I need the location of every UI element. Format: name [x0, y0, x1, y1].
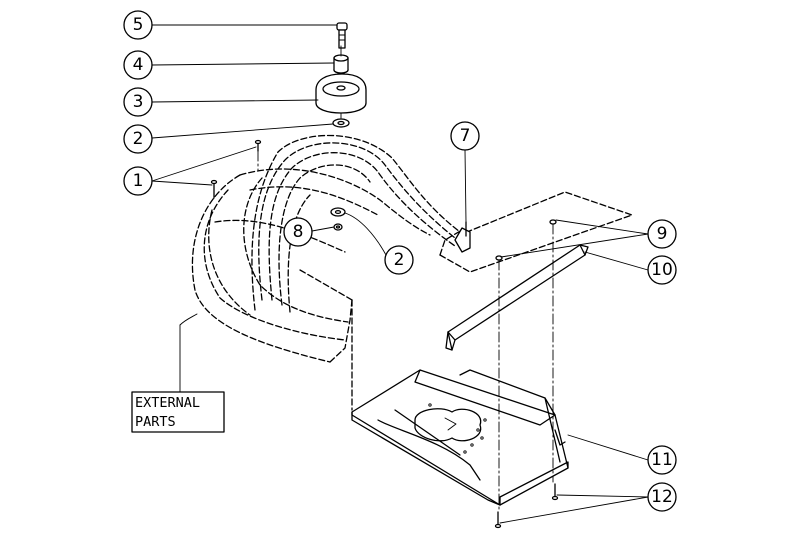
callout-4-label: 4	[133, 55, 144, 75]
spacer-item-4	[333, 54, 349, 74]
washer-item-2-top	[332, 118, 350, 128]
center-lines	[257, 45, 554, 511]
callout-12: 12	[647, 482, 677, 512]
callout-12-label: 12	[651, 487, 673, 507]
callout-9-label: 9	[657, 224, 668, 244]
callout-5: 5	[123, 10, 153, 40]
callout-11: 11	[647, 445, 677, 475]
washer-item-2-mid	[330, 207, 346, 217]
mount-item-3	[315, 73, 367, 114]
external-parts-label: EXTERNAL PARTS	[131, 391, 225, 433]
callout-1: 1	[123, 166, 153, 196]
callout-3: 3	[123, 87, 153, 117]
callout-2-mid-label: 2	[394, 250, 405, 270]
callout-2-top-label: 2	[133, 129, 144, 149]
external-parts-outline	[191, 168, 431, 411]
bolts-item-12	[494, 483, 559, 529]
callout-7-label: 7	[460, 126, 471, 146]
external-parts-line-1: EXTERNAL	[135, 395, 200, 411]
callout-2-mid: 2	[384, 245, 414, 275]
callout-10-label: 10	[651, 260, 673, 280]
callout-9: 9	[647, 219, 677, 249]
phantom-plate	[439, 191, 633, 273]
callout-8: 8	[283, 217, 313, 247]
bolts-item-1	[210, 139, 262, 199]
external-parts-line-2: PARTS	[135, 414, 176, 430]
callout-1-label: 1	[133, 171, 144, 191]
callout-2-top: 2	[123, 124, 153, 154]
callout-3-label: 3	[133, 92, 144, 112]
callout-4: 4	[123, 50, 153, 80]
callout-7: 7	[450, 121, 480, 151]
tubular-frame	[251, 134, 461, 313]
callout-5-label: 5	[133, 15, 144, 35]
bracket-item-7	[454, 221, 471, 253]
nut-item-8	[333, 223, 343, 231]
bolt-item-5	[336, 22, 348, 49]
base-plate-item-11	[351, 369, 569, 506]
callout-8-label: 8	[293, 222, 304, 242]
leader-lines	[151, 24, 649, 524]
callout-10: 10	[647, 255, 677, 285]
callout-11-label: 11	[651, 450, 673, 470]
